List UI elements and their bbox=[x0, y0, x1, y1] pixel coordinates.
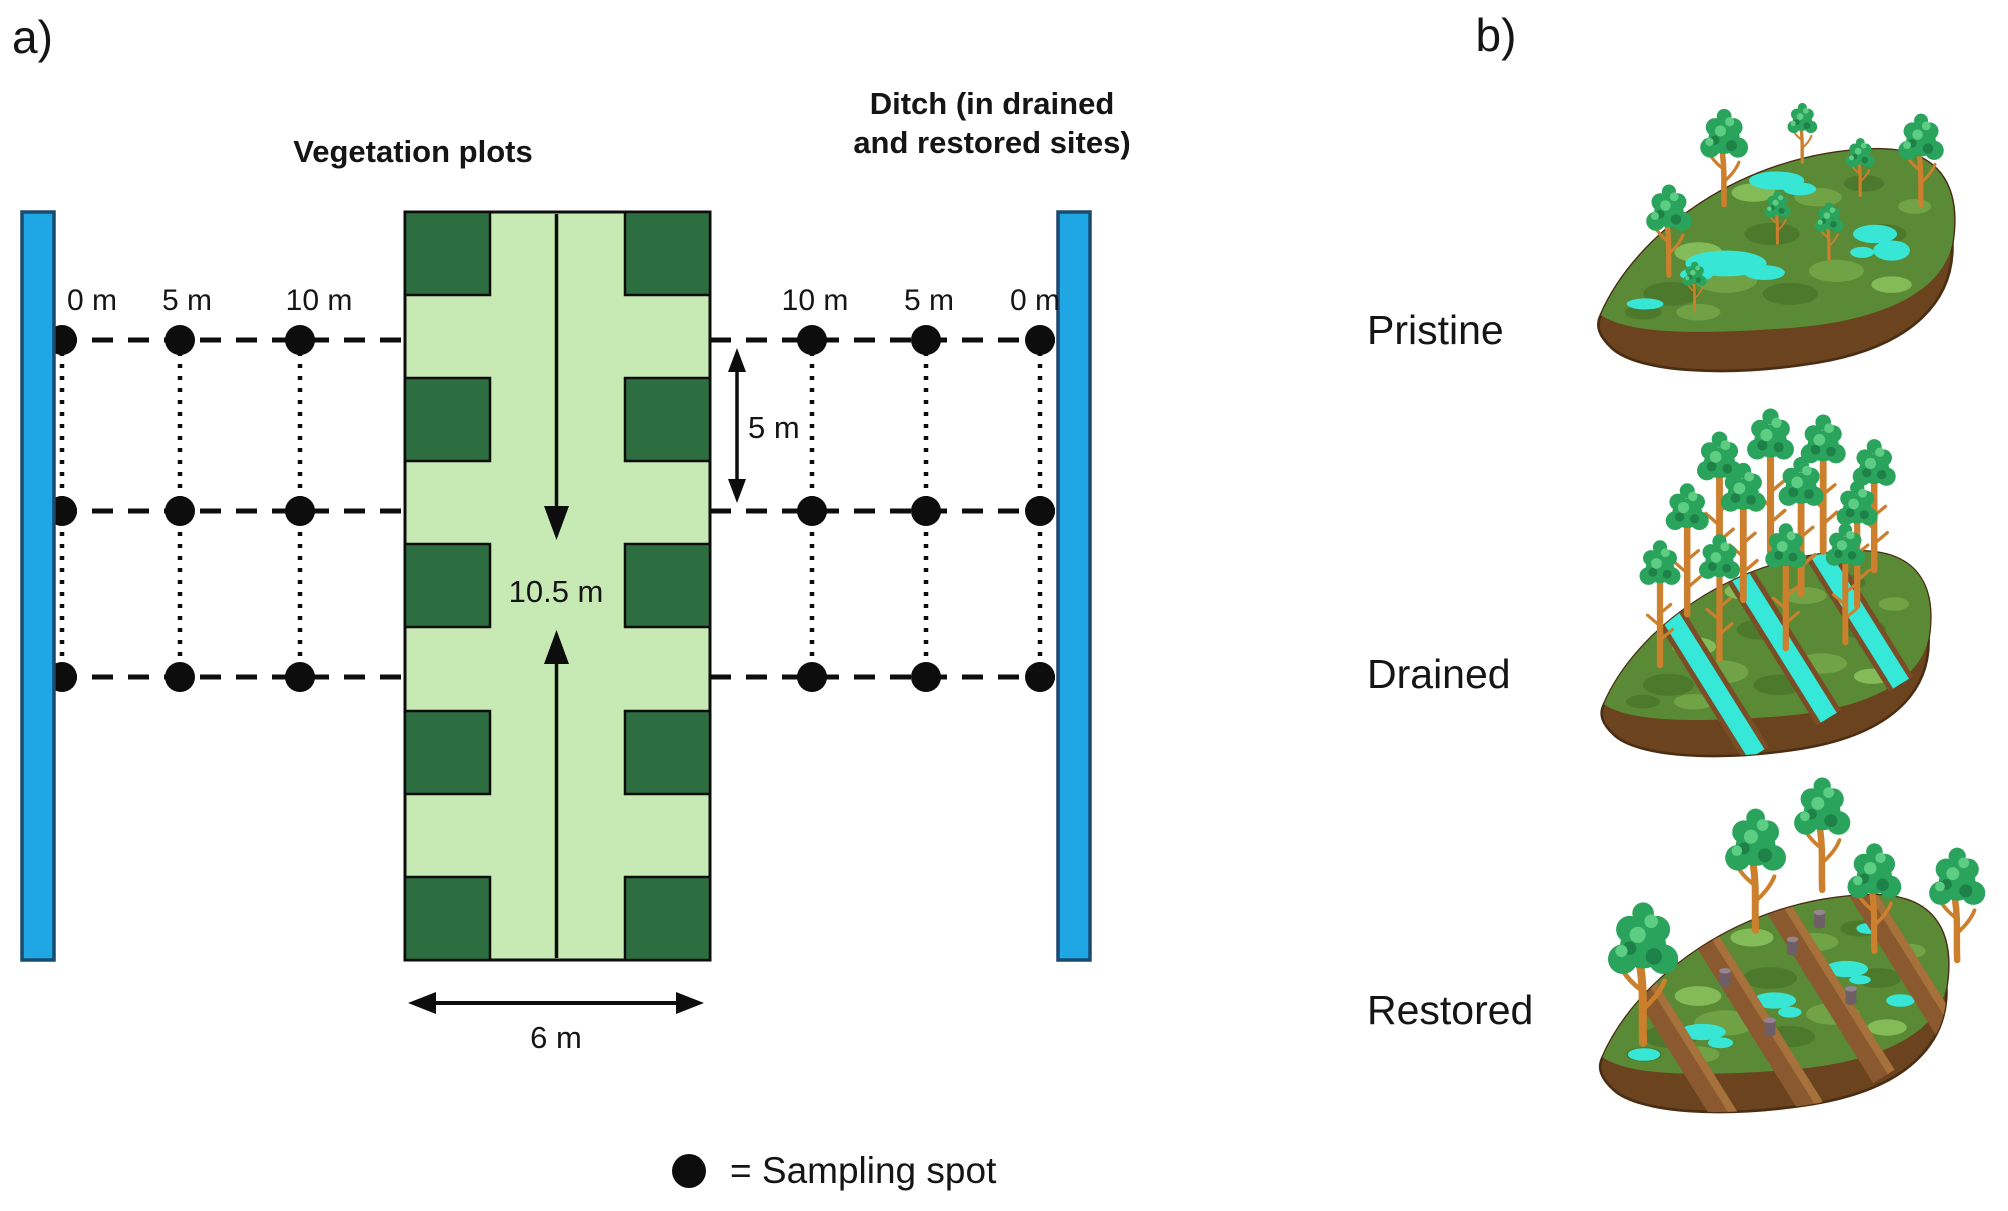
ditch-left bbox=[20, 210, 56, 962]
ditch-title-line2: and restored sites) bbox=[853, 125, 1131, 160]
sampling-spot-dot bbox=[1025, 496, 1055, 526]
site-label-restored: Restored bbox=[1367, 987, 1534, 1033]
sampling-spot-dot bbox=[1025, 662, 1055, 692]
panel-b-illustrations bbox=[1597, 101, 1985, 1114]
ditch-title-line1: Ditch (in drained bbox=[869, 86, 1115, 121]
subplot bbox=[403, 210, 492, 297]
sampling-spot-dot bbox=[797, 325, 827, 355]
subplot bbox=[623, 376, 712, 463]
subplot bbox=[403, 542, 492, 629]
sampling-spot-legend: = Sampling spot bbox=[672, 1150, 996, 1192]
left-distance-label-10m: 10 m bbox=[285, 284, 353, 317]
subplot bbox=[403, 376, 492, 463]
sampling-spot-dot bbox=[911, 662, 941, 692]
sampling-spot-dot bbox=[911, 496, 941, 526]
arrowhead-up bbox=[544, 630, 569, 664]
plot-length-label: 10.5 m bbox=[508, 574, 604, 609]
arrowhead-down bbox=[544, 506, 569, 540]
panel-a-label: a) bbox=[12, 11, 53, 63]
panel-a-diagram bbox=[20, 210, 1092, 1014]
arrowhead-right bbox=[676, 992, 704, 1014]
width-measure-arrow bbox=[408, 992, 704, 1014]
pristine-illustration bbox=[1597, 101, 1956, 373]
ditch-title: Ditch (in drained and restored sites) bbox=[853, 84, 1130, 162]
arrowhead-up bbox=[728, 348, 746, 372]
sampling-spot-legend-text: = Sampling spot bbox=[730, 1150, 997, 1191]
arrowhead-down bbox=[728, 479, 746, 503]
blocked-ditch-dams bbox=[1600, 895, 1949, 1112]
site-label-pristine: Pristine bbox=[1367, 307, 1504, 353]
spot-spacing-label: 5 m bbox=[748, 410, 800, 445]
subplot bbox=[623, 709, 712, 796]
subplot bbox=[623, 875, 712, 962]
right-distance-label-10m: 10 m bbox=[781, 284, 849, 317]
drained-illustration bbox=[1600, 409, 1932, 758]
sampling-spot-dot bbox=[165, 662, 195, 692]
spacing-measure-arrow bbox=[728, 348, 746, 503]
subplot bbox=[403, 875, 492, 962]
plot-width-label: 6 m bbox=[530, 1020, 582, 1055]
sampling-spot-dot bbox=[1025, 325, 1055, 355]
subplot bbox=[623, 542, 712, 629]
sampling-spot-icon bbox=[672, 1154, 706, 1188]
restored-illustration bbox=[1598, 777, 1985, 1114]
sampling-spot-dot bbox=[285, 496, 315, 526]
sampling-spot-dot bbox=[285, 325, 315, 355]
sampling-spot-dot bbox=[911, 325, 941, 355]
sampling-spot-dot bbox=[165, 325, 195, 355]
arrowhead-left bbox=[408, 992, 436, 1014]
transect-dashed-lines bbox=[56, 337, 1056, 680]
vegetation-plots-title: Vegetation plots bbox=[293, 134, 533, 169]
ditch-right bbox=[1056, 210, 1092, 962]
panel-b-label: b) bbox=[1475, 9, 1517, 61]
sampling-spot-dot bbox=[285, 662, 315, 692]
subplot bbox=[403, 709, 492, 796]
site-label-drained: Drained bbox=[1367, 651, 1511, 697]
sampling-spot-dot bbox=[165, 496, 195, 526]
vegetation-plot-strip bbox=[403, 210, 712, 962]
left-distance-label-0m: 0 m bbox=[66, 284, 118, 317]
right-distance-label-0m: 0 m bbox=[1009, 284, 1061, 317]
right-distance-label-5m: 5 m bbox=[903, 284, 955, 317]
left-distance-label-5m: 5 m bbox=[161, 284, 213, 317]
subplot bbox=[623, 210, 712, 297]
vegetation-subplots bbox=[403, 210, 712, 962]
sampling-spot-dot bbox=[797, 496, 827, 526]
sampling-spot-dot bbox=[797, 662, 827, 692]
